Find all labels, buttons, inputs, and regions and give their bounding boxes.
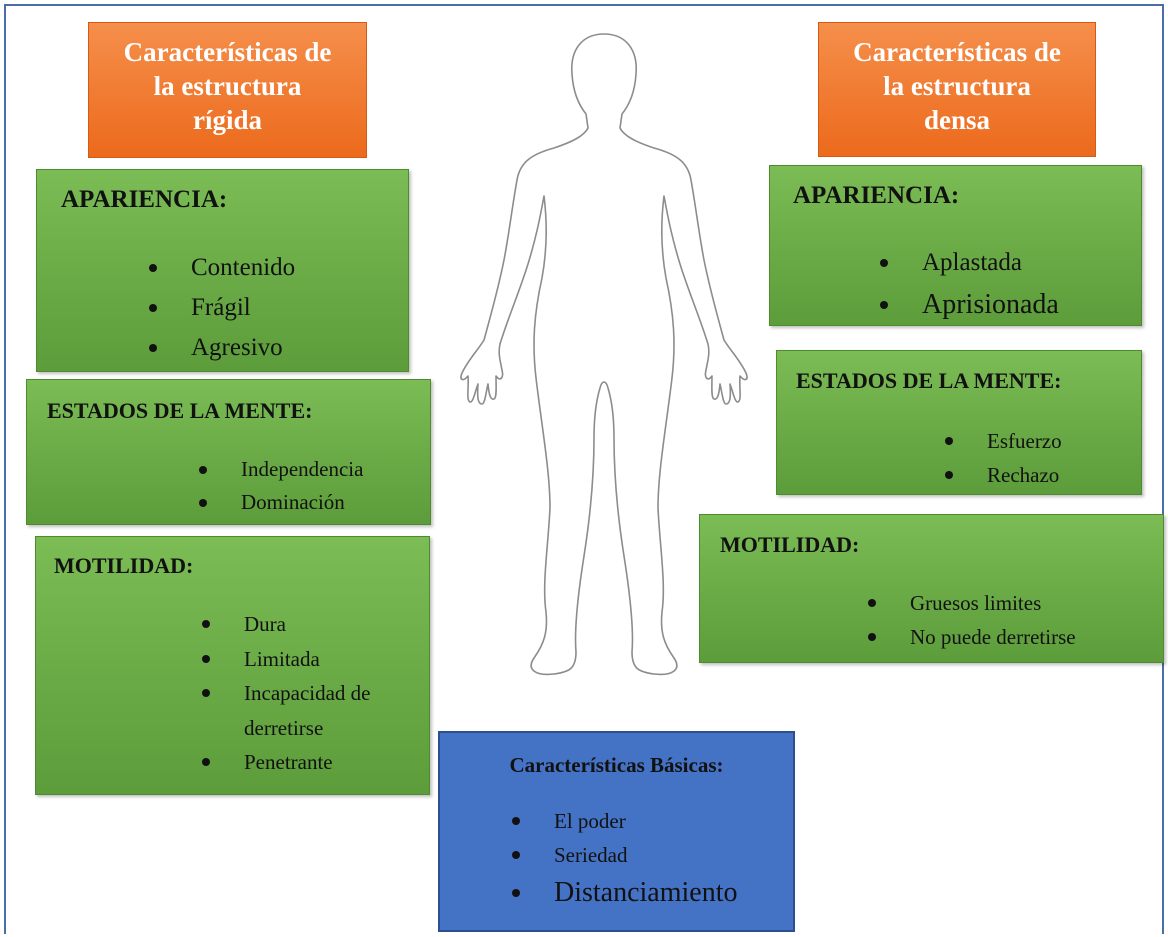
dense-apariencia-list: Aplastada Aprisionada bbox=[874, 242, 1059, 326]
list-item: Dura bbox=[196, 607, 371, 642]
rigid-estados-title: ESTADOS DE LA MENTE: bbox=[47, 398, 313, 423]
list-item: El poder bbox=[506, 804, 738, 838]
rigid-estados-box: ESTADOS DE LA MENTE: Independencia Domin… bbox=[26, 379, 431, 525]
dense-apariencia-box: APARIENCIA: Aplastada Aprisionada bbox=[769, 165, 1142, 326]
list-item: Contenido bbox=[143, 248, 295, 288]
rigid-header-line-1: Características de bbox=[123, 37, 332, 67]
list-item: Seriedad bbox=[506, 838, 738, 872]
list-item: Frágil bbox=[143, 288, 295, 328]
list-item: Rechazo bbox=[939, 458, 1062, 492]
dense-apariencia-title: APARIENCIA: bbox=[793, 182, 960, 209]
list-item: Distanciamiento bbox=[506, 872, 738, 914]
rigid-header-line-2: la estructura bbox=[153, 71, 302, 101]
basic-characteristics-box: Características Básicas: El poder Seried… bbox=[438, 731, 795, 932]
list-item: Esfuerzo bbox=[939, 424, 1062, 458]
dense-estados-list: Esfuerzo Rechazo bbox=[939, 424, 1062, 492]
dense-header-line-3: densa bbox=[923, 105, 991, 135]
dense-motilidad-list: Gruesos limites No puede derretirse bbox=[862, 586, 1076, 654]
dense-header-line-2: la estructura bbox=[883, 71, 1031, 101]
human-body-outline-icon bbox=[460, 33, 748, 676]
list-item: Aplastada bbox=[874, 242, 1059, 284]
list-item: derretirse bbox=[244, 715, 324, 740]
dense-motilidad-title: MOTILIDAD: bbox=[720, 532, 860, 557]
list-item: Independencia bbox=[193, 453, 363, 486]
dense-structure-header: Características de la estructura densa bbox=[818, 22, 1096, 157]
list-item: Agresivo bbox=[143, 328, 295, 368]
list-item: Gruesos limites bbox=[862, 586, 1076, 620]
rigid-apariencia-list: Contenido Frágil Agresivo bbox=[143, 248, 295, 368]
list-item: Incapacidad de bbox=[196, 676, 371, 711]
rigid-motilidad-box: MOTILIDAD: Dura Limitada Incapacidad de … bbox=[35, 536, 430, 795]
dense-estados-box: ESTADOS DE LA MENTE: Esfuerzo Rechazo bbox=[776, 350, 1142, 495]
basic-title: Características Básicas: bbox=[509, 753, 724, 777]
list-item: Dominación bbox=[193, 486, 363, 519]
rigid-motilidad-title: MOTILIDAD: bbox=[54, 553, 194, 578]
list-item: Aprisionada bbox=[874, 284, 1059, 326]
basic-list: El poder Seriedad Distanciamiento bbox=[506, 804, 738, 914]
list-item: No puede derretirse bbox=[862, 620, 1076, 654]
rigid-structure-header: Características de la estructura rígida bbox=[88, 22, 367, 158]
list-item: Limitada bbox=[196, 642, 371, 677]
rigid-header-line-3: rígida bbox=[192, 105, 262, 135]
diagram-frame bbox=[4, 4, 1164, 934]
list-item: Penetrante bbox=[196, 745, 371, 780]
rigid-motilidad-list: Dura Limitada Incapacidad de derretirse … bbox=[196, 607, 371, 780]
dense-estados-title: ESTADOS DE LA MENTE: bbox=[796, 368, 1062, 393]
dense-header-line-1: Características de bbox=[853, 37, 1061, 67]
dense-motilidad-box: MOTILIDAD: Gruesos limites No puede derr… bbox=[699, 514, 1164, 663]
rigid-apariencia-title: APARIENCIA: bbox=[61, 186, 228, 213]
rigid-estados-list: Independencia Dominación bbox=[193, 453, 363, 519]
rigid-apariencia-box: APARIENCIA: Contenido Frágil Agresivo bbox=[36, 169, 409, 372]
